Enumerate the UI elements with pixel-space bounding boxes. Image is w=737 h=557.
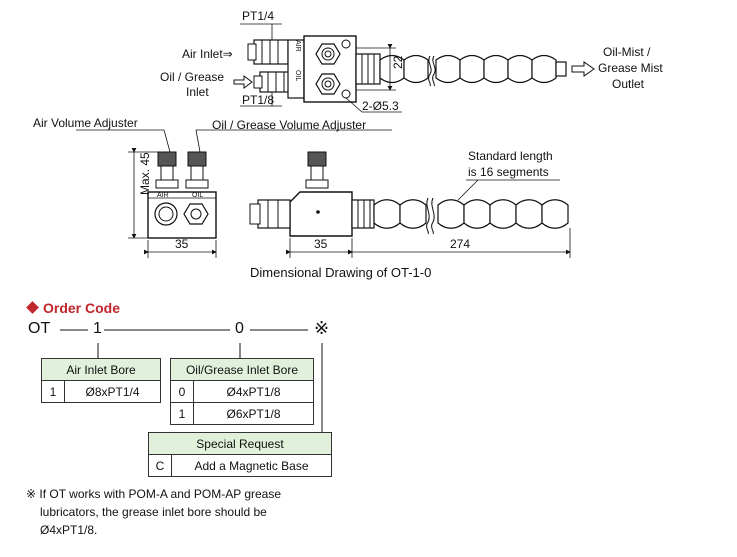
- table-row: 0 Ø4xPT1/8: [170, 380, 314, 403]
- special-request-table: Special Request C Add a Magnetic Base: [148, 432, 332, 477]
- code-seg-3: ※: [314, 318, 330, 338]
- label-air-body: AIR: [294, 40, 301, 52]
- footnote: ※ If OT works with POM-A and POM-AP grea…: [26, 485, 366, 539]
- table-row: 1 Ø8xPT1/4: [41, 380, 161, 403]
- dim-274: 274: [450, 237, 470, 251]
- label-holes: 2-Ø5.3: [362, 99, 399, 113]
- side-view: [249, 151, 571, 258]
- label-air-small: AIR: [157, 192, 169, 199]
- footnote-line-1: ※ If OT works with POM-A and POM-AP grea…: [26, 487, 282, 501]
- air-inlet-header: Air Inlet Bore: [41, 358, 161, 381]
- label-oil-body: OIL: [294, 70, 301, 81]
- label-air-adjuster: Air Volume Adjuster: [33, 116, 138, 130]
- label-air-inlet: Air Inlet⇒: [182, 47, 233, 61]
- footnote-line-2: lubricators, the grease inlet bore shoul…: [40, 505, 267, 519]
- code-prefix: OT: [28, 320, 51, 337]
- label-std-2: is 16 segments: [468, 165, 549, 179]
- oil-inlet-fitting: [259, 71, 291, 93]
- air-inlet-fitting: [253, 39, 289, 65]
- front-view: [76, 129, 217, 258]
- label-oil-small: OIL: [192, 192, 203, 199]
- order-code-title: Order Code: [26, 300, 120, 316]
- footnote-line-3: Ø4xPT1/8.: [40, 523, 98, 537]
- top-hose: [379, 54, 557, 84]
- dim-max45: Max. 45: [138, 152, 152, 195]
- dim-35-side: 35: [314, 237, 328, 251]
- label-outlet-1: Oil-Mist /: [603, 45, 651, 59]
- diamond-icon: [26, 301, 39, 314]
- table-row: C Add a Magnetic Base: [148, 454, 332, 477]
- oil-adjuster-hex: [315, 73, 341, 95]
- label-oil-adjuster: Oil / Grease Volume Adjuster: [212, 118, 366, 132]
- mounting-hole: [341, 39, 351, 49]
- label-pt18: PT1/8: [242, 93, 274, 107]
- top-view: [240, 23, 595, 113]
- label-outlet-2: Grease Mist: [598, 61, 663, 75]
- mounting-hole: [341, 89, 351, 99]
- label-oil-inlet-1: Oil / Grease: [160, 70, 224, 84]
- label-std-1: Standard length: [468, 149, 553, 163]
- dimensional-drawing: PT1/4 Air Inlet⇒ Oil / Grease Inlet PT1/…: [33, 9, 663, 280]
- label-pt14: PT1/4: [242, 9, 274, 23]
- air-inlet-table: Air Inlet Bore 1 Ø8xPT1/4: [41, 358, 161, 403]
- air-adjuster-hex: [315, 43, 341, 65]
- side-hose: [373, 199, 569, 229]
- side-view-body: [289, 191, 353, 237]
- code-seg-2: 0: [235, 320, 244, 337]
- special-request-header: Special Request: [148, 432, 332, 455]
- oil-inlet-header: Oil/Grease Inlet Bore: [170, 358, 314, 381]
- oil-inlet-table: Oil/Grease Inlet Bore 0 Ø4xPT1/8 1 Ø6xPT…: [170, 358, 314, 425]
- table-row: 1 Ø6xPT1/8: [170, 402, 314, 425]
- code-seg-1: 1: [93, 320, 102, 337]
- dim-22: 22: [391, 55, 405, 69]
- label-oil-inlet-2: Inlet: [186, 85, 209, 99]
- label-outlet-3: Outlet: [612, 77, 645, 91]
- drawing-caption: Dimensional Drawing of OT-1-0: [250, 265, 431, 280]
- oil-inlet-arrow: [233, 75, 253, 89]
- dim-35-front: 35: [175, 237, 189, 251]
